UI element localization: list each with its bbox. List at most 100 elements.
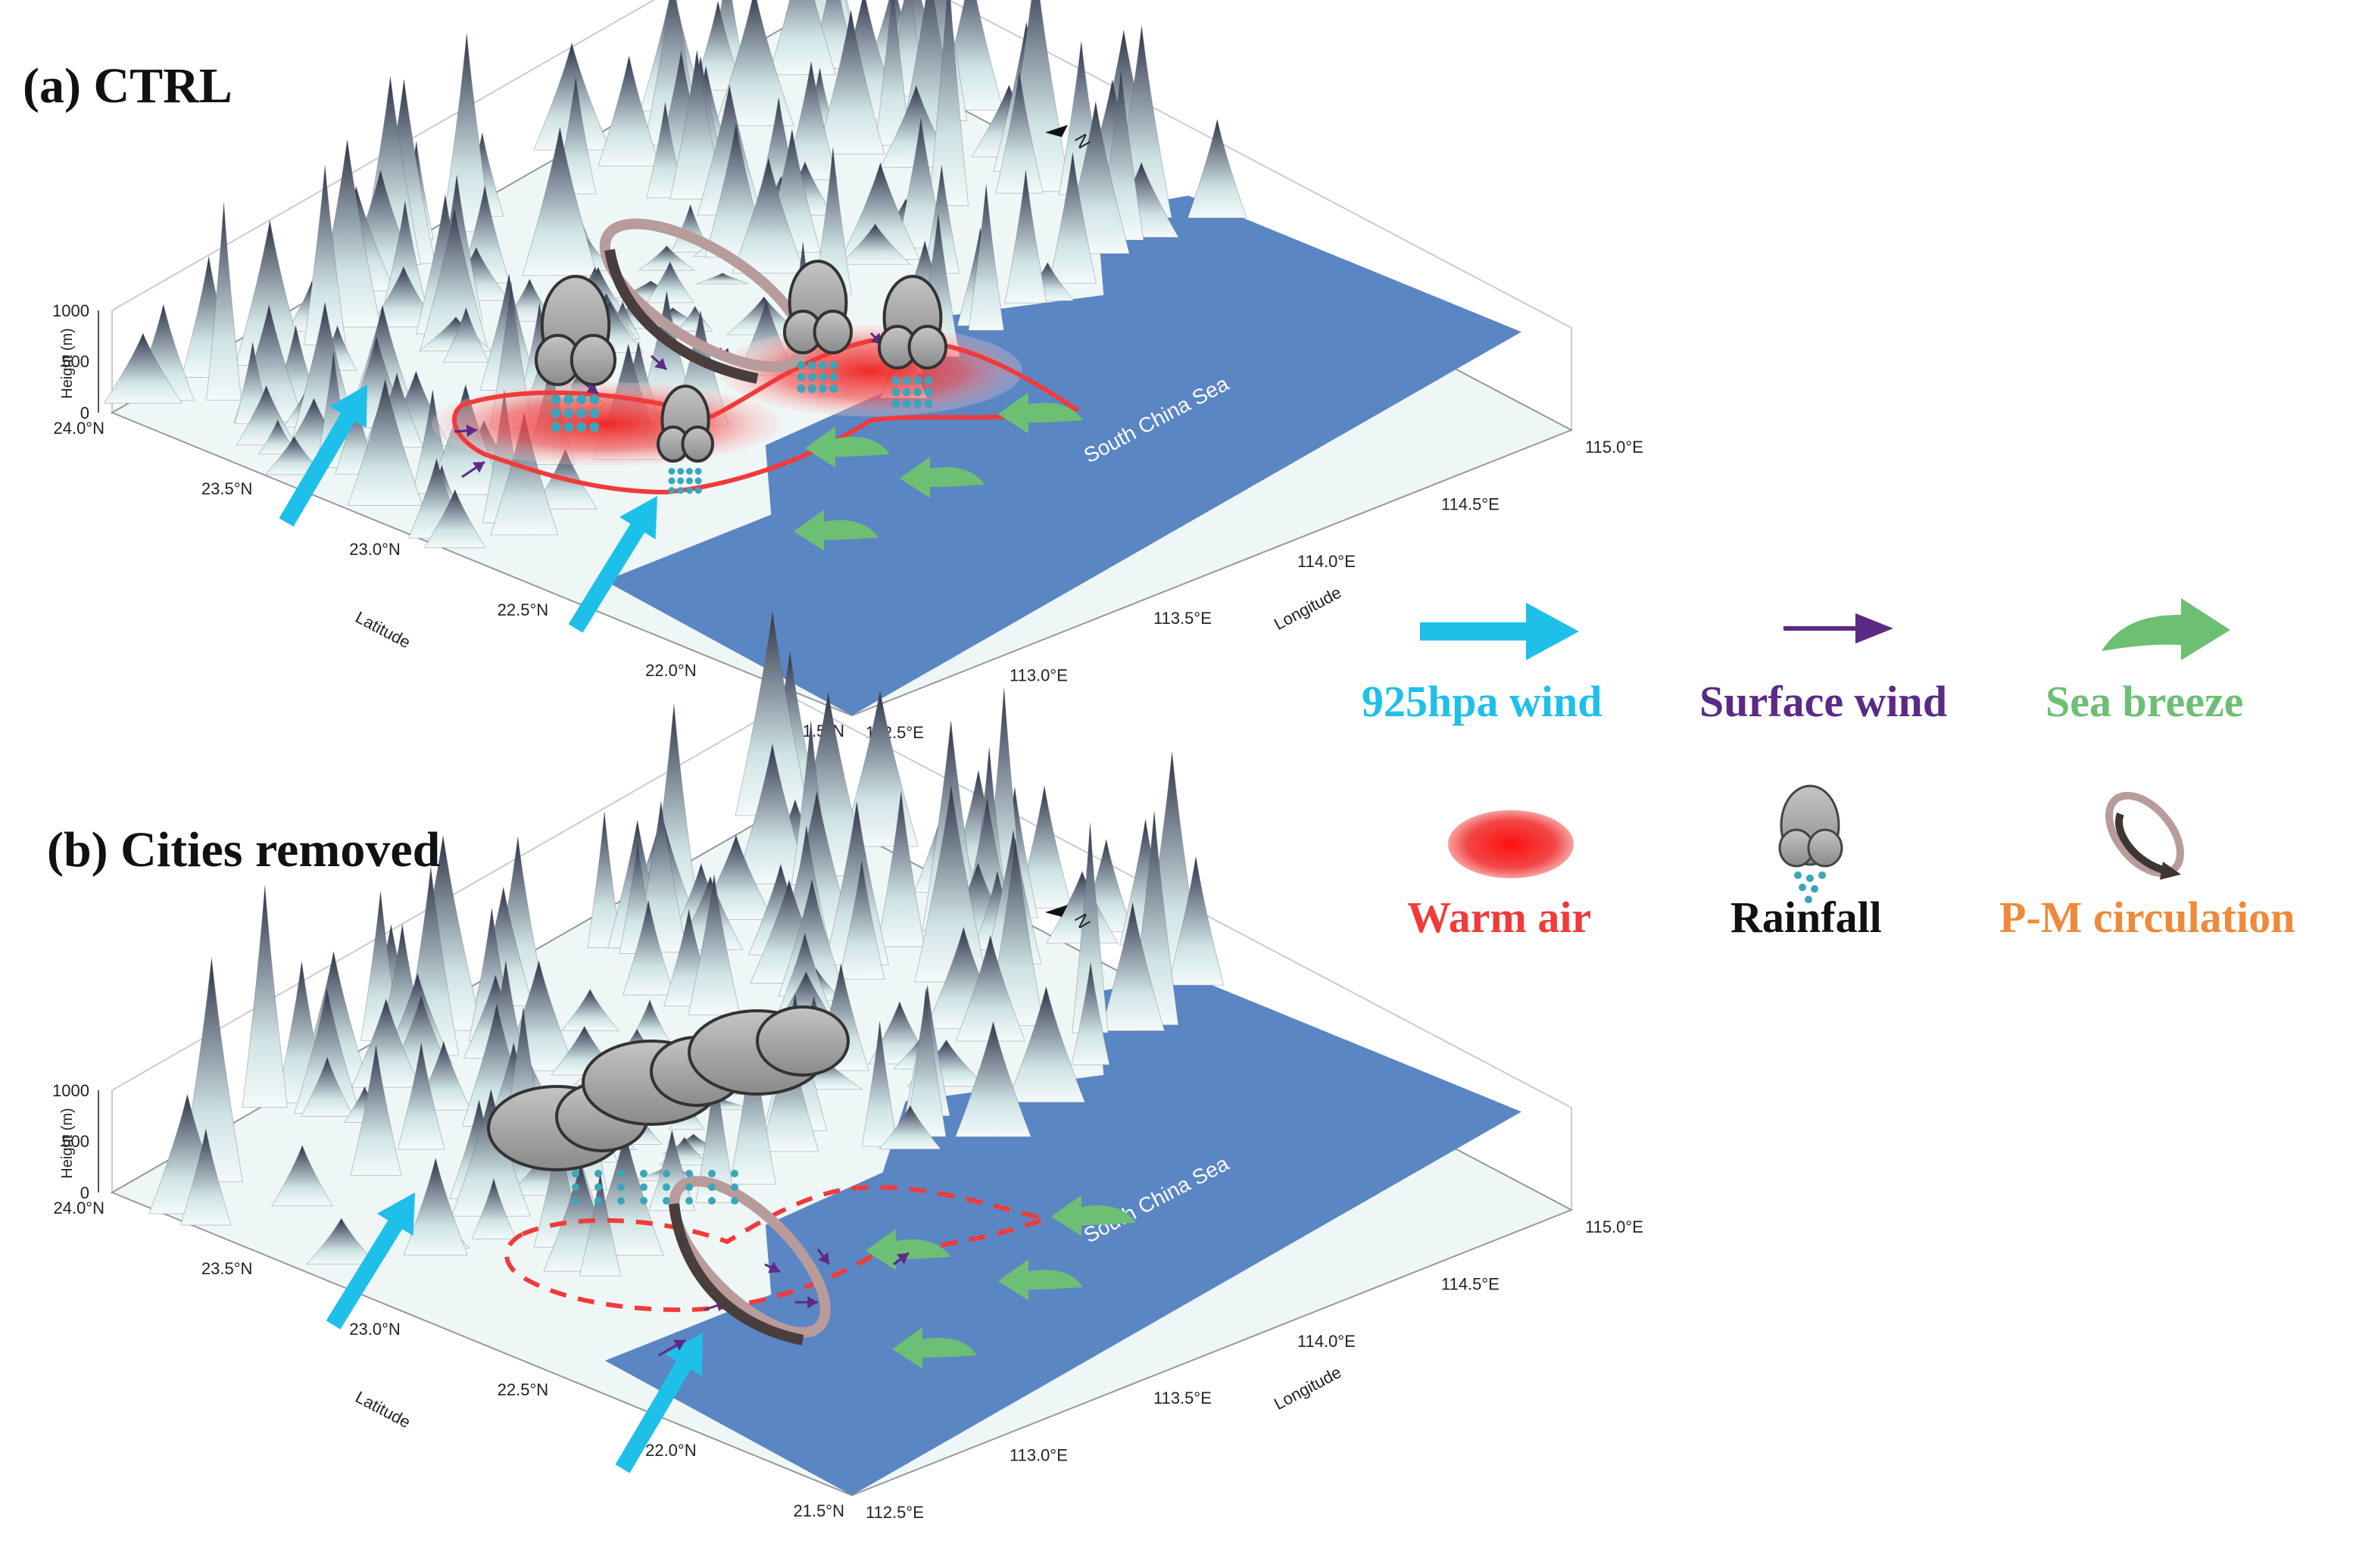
legend <box>1420 598 2230 903</box>
rain-drop <box>572 1197 579 1205</box>
terrain-peak <box>861 1021 898 1147</box>
warm-air-contour-dashed <box>504 1185 1053 1313</box>
legend-wind925-icon <box>1420 603 1579 660</box>
longitude-tick-label: 113.5°E <box>1153 609 1212 628</box>
rain-drop <box>731 1197 738 1205</box>
longitude-tick-label: 114.5°E <box>1441 494 1499 513</box>
rain-drop <box>640 1197 648 1205</box>
terrain-peak <box>1167 856 1225 986</box>
longitude-tick-label: 114.5°E <box>1441 1274 1499 1293</box>
terrain-peak <box>877 790 925 947</box>
rain-drop <box>663 1170 670 1177</box>
rain-drop <box>819 361 828 369</box>
sea-area <box>604 195 1521 716</box>
terrain-peak <box>1004 170 1047 304</box>
rain-drop <box>668 487 676 494</box>
height-tick-label: 1000 <box>52 1081 89 1100</box>
rain-drop <box>708 1197 716 1205</box>
latitude-tick-label: 23.0°N <box>349 540 401 559</box>
height-axis-label: Height (m) <box>59 328 76 398</box>
terrain-peak <box>638 245 696 271</box>
rain-drop <box>819 373 828 382</box>
rain-drop <box>589 394 600 404</box>
cloud-puff <box>813 310 853 354</box>
terrain-peak <box>905 988 947 1137</box>
height-tick-label: 0 <box>80 404 89 422</box>
legend-label-surface-wind: Surface wind <box>1699 677 1948 726</box>
rain-drop <box>663 1183 670 1191</box>
terrain-peak <box>471 1177 516 1239</box>
terrain-peak <box>1006 987 1086 1103</box>
terrain-peak <box>383 201 426 306</box>
sea-breeze-arrow-icon <box>998 392 1083 434</box>
terrain-peak <box>1100 902 1166 1032</box>
terrain-peak <box>629 999 671 1043</box>
terrain-peak <box>347 379 423 506</box>
terrain-peak <box>839 223 912 265</box>
latitude-tick-label: 21.5°N <box>793 1501 844 1520</box>
surface-wind-arrowhead <box>473 462 485 473</box>
terrain-peak <box>676 305 713 332</box>
terrain-peak <box>768 0 837 76</box>
rain-drop <box>902 399 911 408</box>
rain-drop <box>640 1170 648 1177</box>
cloud-puff <box>569 334 617 386</box>
terrain-peak <box>397 1043 445 1150</box>
rain-drop <box>708 1170 716 1177</box>
rain-drop <box>576 422 587 432</box>
rain-drop <box>685 477 693 485</box>
height-tick-label: 1000 <box>52 301 89 320</box>
terrain-peak <box>179 958 243 1183</box>
rain-drop <box>677 487 685 494</box>
height-tick-label: 0 <box>80 1183 89 1202</box>
latitude-tick-label: 24.0°N <box>53 1199 105 1217</box>
wind925-arrow-icon <box>326 1192 415 1330</box>
rain-drop <box>589 408 600 419</box>
terrain-peak <box>623 900 675 996</box>
terrain-peak <box>995 71 1044 194</box>
north-arrow-icon <box>1045 905 1068 917</box>
terrain-peak <box>1071 962 1110 1065</box>
terrain-peak <box>242 885 289 1108</box>
legend-surface-wind-icon <box>1783 613 1893 644</box>
pm-circulation-dark-arc <box>669 1203 804 1345</box>
pm-circulation-dark-arc <box>604 248 759 384</box>
rain-drop <box>677 468 685 475</box>
rain-drop <box>891 399 900 408</box>
terrain-peak <box>785 61 838 180</box>
rain-drop <box>685 468 693 475</box>
terrain-peak <box>205 202 242 401</box>
surface-wind-arrowhead <box>818 1252 829 1264</box>
terrain-peak <box>955 935 1026 1042</box>
panel-a-title: (a) CTRL <box>23 58 232 114</box>
rain-drop <box>640 1183 648 1191</box>
terrain-peak <box>1048 152 1097 284</box>
rain-drop <box>902 376 911 385</box>
latitude-tick-label: 23.5°N <box>201 479 253 498</box>
cloud-puff <box>756 1005 850 1077</box>
height-tick-label: 500 <box>61 1132 89 1151</box>
terrain-peak <box>875 0 911 146</box>
terrain-peak <box>923 165 960 274</box>
longitude-tick-label: 114.0°E <box>1297 552 1356 571</box>
wind925-arrow-icon <box>568 496 657 633</box>
terrain-peak <box>1016 785 1072 909</box>
latitude-tick-label: 23.5°N <box>201 1259 253 1278</box>
surface-wind-arrowhead <box>466 424 477 438</box>
latitude-tick-label: 24.0°N <box>53 419 105 438</box>
rain-drop <box>913 399 922 408</box>
sea-breeze-arrow-icon <box>805 426 890 468</box>
rain-drop <box>685 1183 693 1191</box>
rain-drop <box>617 1183 625 1191</box>
rain-drop <box>617 1197 625 1205</box>
terrain-peak <box>639 291 694 411</box>
terrain-peak <box>688 874 741 1016</box>
longitude-tick-label: 114.0°E <box>1297 1332 1356 1351</box>
rain-drop <box>731 1170 738 1177</box>
rain-drop <box>829 361 838 369</box>
latitude-tick-label: 22.5°N <box>498 1380 549 1399</box>
longitude-tick-label: 115.0°E <box>1585 1217 1643 1236</box>
height-tick-label: 500 <box>61 352 89 371</box>
rain-drop <box>572 1183 579 1191</box>
legend-label-wind925: 925hpa wind <box>1362 677 1602 726</box>
